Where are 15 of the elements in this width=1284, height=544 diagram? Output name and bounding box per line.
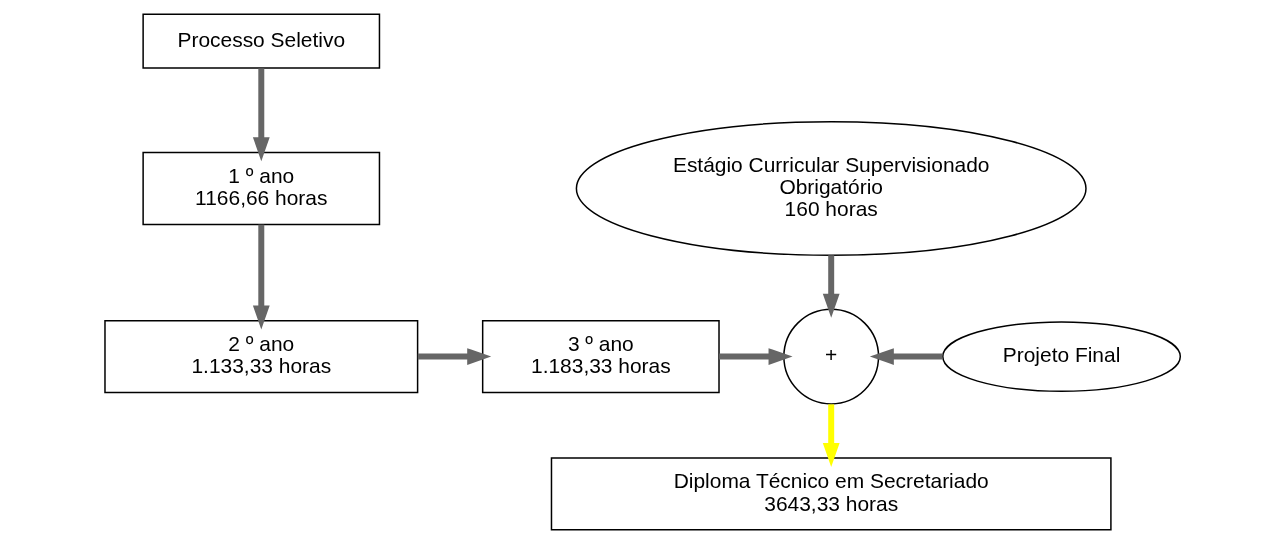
node-box: Diploma Técnico em Secretariado 3643,33 horas [550, 457, 1112, 531]
arrow [822, 404, 840, 468]
node-box: 3 º ano 1.183,33 horas [481, 319, 720, 394]
node-box: Processo Seletivo [141, 13, 380, 69]
arrow [252, 224, 270, 330]
node-circle: + [782, 308, 879, 405]
arrow [822, 255, 840, 318]
arrow [869, 348, 942, 365]
arrow [718, 348, 793, 365]
node-ellipse: Projeto Final [941, 321, 1181, 392]
node-box: 1 º ano 1166,66 horas [141, 151, 380, 226]
arrow [417, 348, 491, 365]
node-ellipse: Estágio Curricular Supervisionado Obrigatório 160 horas [575, 121, 1087, 256]
arrow [252, 68, 270, 162]
node-box: 2 º ano 1.133,33 horas [103, 319, 418, 394]
